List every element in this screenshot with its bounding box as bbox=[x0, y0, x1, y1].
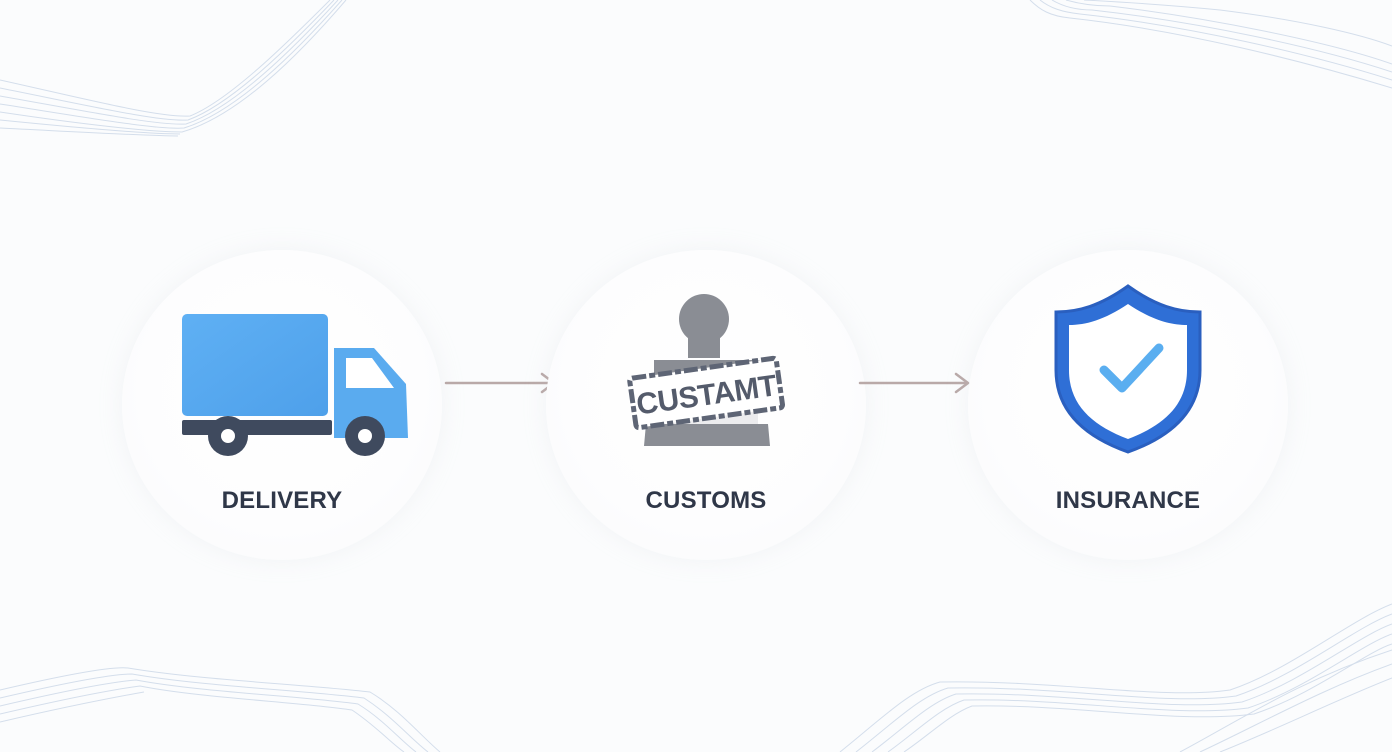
delivery-truck-icon bbox=[182, 314, 408, 456]
customs-stamp-icon: CUSTAMT bbox=[627, 294, 786, 446]
step-customs: CUSTAMT CUSTOMS bbox=[546, 250, 866, 560]
step-label-delivery: DELIVERY bbox=[221, 487, 343, 514]
arrow-right-icon bbox=[858, 372, 970, 394]
arrow-right-icon bbox=[444, 372, 556, 394]
shield-check-icon bbox=[1054, 284, 1202, 454]
step-delivery: DELIVERY bbox=[122, 250, 442, 560]
step-insurance: INSURANCE bbox=[968, 250, 1288, 560]
step-label-customs: CUSTOMS bbox=[645, 487, 767, 514]
step-label-insurance: INSURANCE bbox=[1055, 487, 1201, 514]
